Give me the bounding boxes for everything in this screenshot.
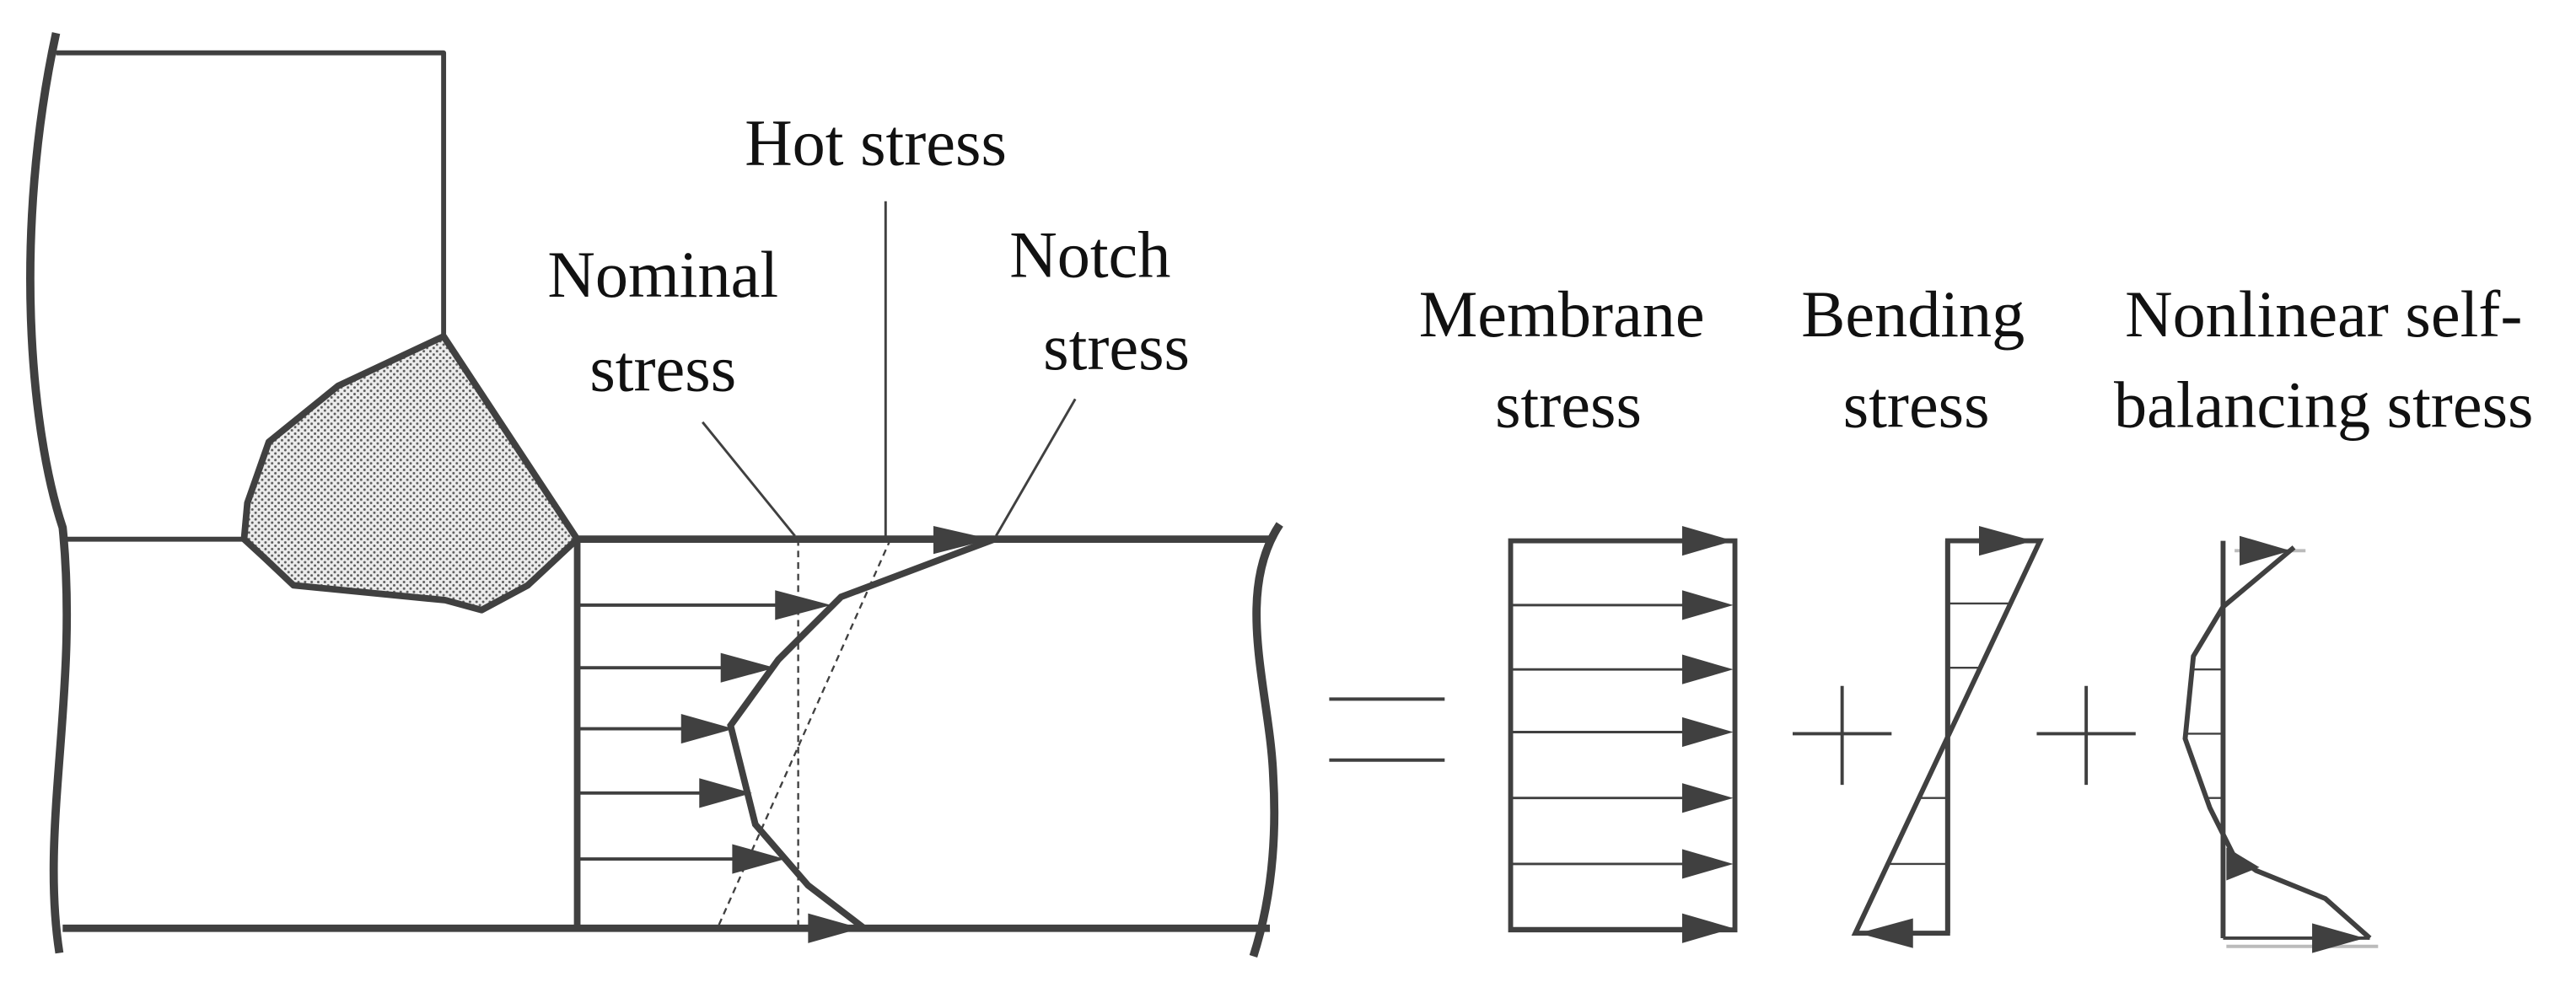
bending-stress-label-line1: Bending	[1801, 277, 2025, 351]
arrowhead	[1681, 590, 1734, 620]
arrowhead	[1681, 849, 1734, 879]
leader-lines	[702, 201, 1077, 539]
equation-operators	[1329, 685, 2136, 786]
arrowhead	[2312, 923, 2365, 953]
hot-spot-extrapolation-line	[716, 539, 892, 929]
arrowhead	[1681, 783, 1734, 813]
arrowhead	[680, 713, 734, 744]
nonlinear-stress-label-line1: Nonlinear self-	[2125, 277, 2522, 351]
nonlinear-profile	[2182, 545, 2372, 941]
arrowhead	[2240, 535, 2291, 566]
attachment-plate	[56, 50, 447, 337]
nominal-stress-leader	[702, 421, 796, 537]
break-line-left	[26, 32, 72, 954]
arrowhead	[808, 913, 861, 943]
stress-arrows	[577, 603, 785, 861]
arrowhead	[775, 590, 831, 620]
bending-stress-label-line2: stress	[1843, 368, 1990, 442]
welded-joint	[26, 32, 1283, 958]
membrane-stress-label-line1: Membrane	[1419, 277, 1705, 351]
arrowhead	[1681, 654, 1734, 684]
arrowhead	[933, 526, 992, 555]
notch-stress-profile	[727, 535, 996, 931]
membrane-stress-label-line2: stress	[1495, 368, 1642, 442]
membrane-rectangle	[1508, 538, 1738, 933]
arrowhead	[1681, 526, 1734, 556]
arrowheads	[680, 526, 992, 943]
arrowhead	[1681, 716, 1734, 748]
arrowhead	[2226, 847, 2260, 881]
nonlinear-stress-block	[2182, 535, 2379, 953]
bending-stress-block	[1851, 526, 2044, 948]
stress-distribution	[577, 201, 1077, 943]
weld-bead	[240, 333, 581, 614]
break-line-right	[1249, 522, 1283, 958]
arrowhead	[699, 778, 752, 808]
nominal-stress-label-line2: stress	[589, 332, 736, 405]
arrowhead	[1978, 526, 2034, 556]
notch-stress-label-line2: stress	[1043, 310, 1190, 384]
arrowhead	[1681, 913, 1734, 943]
notch-stress-leader	[995, 398, 1077, 537]
membrane-stress-block	[1508, 526, 1738, 943]
notch-stress-label-line1: Notch	[1009, 218, 1170, 292]
arrowhead	[720, 652, 776, 683]
arrowhead	[732, 844, 785, 874]
bending-triangles	[1851, 538, 2044, 936]
hot-stress-label: Hot stress	[745, 106, 1007, 180]
nonlinear-stress-label-line2: balancing stress	[2114, 368, 2533, 442]
nominal-stress-label-line1: Nominal	[547, 238, 778, 311]
labels: Hot stress Nominal stress Notch stress M…	[547, 106, 2533, 442]
arrowhead	[1858, 918, 1913, 948]
